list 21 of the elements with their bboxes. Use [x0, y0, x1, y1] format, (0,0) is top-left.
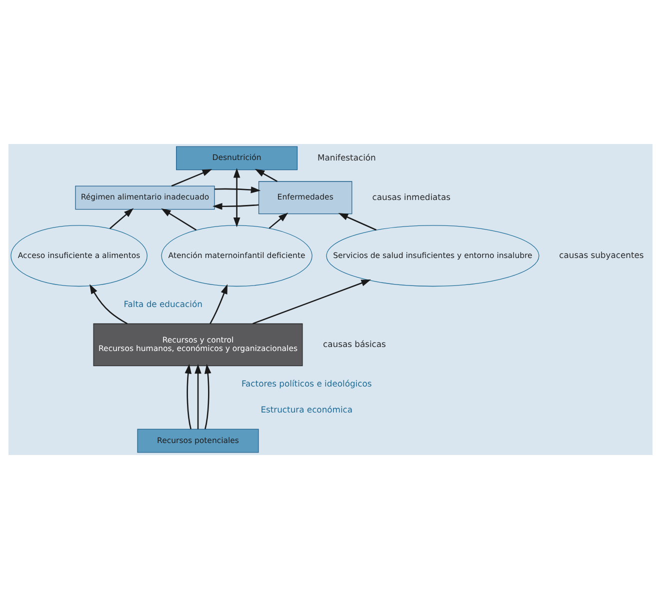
arrow	[194, 364, 202, 430]
arrow	[109, 208, 134, 230]
arrow	[90, 284, 128, 324]
arrow	[268, 212, 288, 229]
label: causas inmediatas	[372, 192, 450, 202]
label: causas básicas	[323, 338, 386, 349]
arrow	[161, 208, 197, 231]
arrow	[252, 280, 371, 324]
arrow	[184, 364, 192, 430]
arrow	[254, 168, 278, 182]
arrow	[210, 284, 228, 324]
label: Manifestación	[318, 152, 376, 162]
label: Estructura económica	[260, 404, 353, 415]
arrow	[204, 364, 212, 430]
label: Falta de educación	[124, 299, 202, 310]
arrow	[233, 168, 240, 228]
arrow	[214, 186, 261, 194]
label: causas subyacentes	[559, 250, 644, 260]
arrow	[338, 213, 377, 231]
label: Factores políticos e ideológicos	[241, 378, 372, 389]
arrow	[212, 202, 259, 210]
